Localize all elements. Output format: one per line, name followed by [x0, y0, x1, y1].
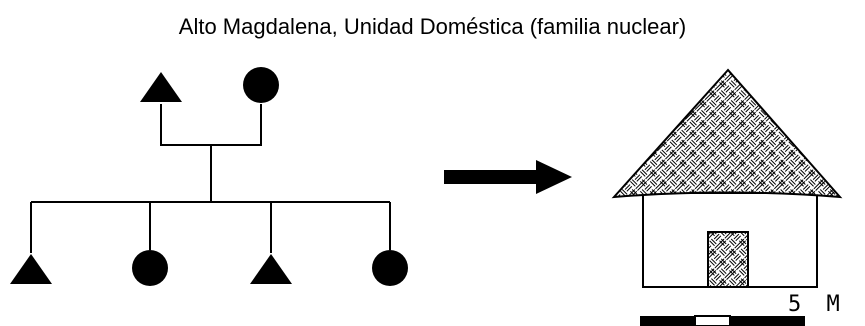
scale-label: 5 M	[788, 292, 846, 317]
house-door	[707, 231, 749, 288]
child-triangle-symbol	[250, 254, 292, 284]
father-triangle-symbol	[140, 72, 182, 102]
house-roof	[611, 68, 843, 199]
kinship-lines	[30, 104, 391, 253]
child-circle-symbol	[372, 250, 408, 286]
mother-circle-symbol	[243, 67, 279, 103]
child-triangle-symbol	[10, 254, 52, 284]
diagram-title: Alto Magdalena, Unidad Doméstica (famili…	[178, 14, 687, 39]
house-icon	[611, 68, 843, 288]
child-circle-symbol	[132, 250, 168, 286]
scale-bar	[640, 315, 805, 326]
arrow-icon	[444, 160, 572, 194]
